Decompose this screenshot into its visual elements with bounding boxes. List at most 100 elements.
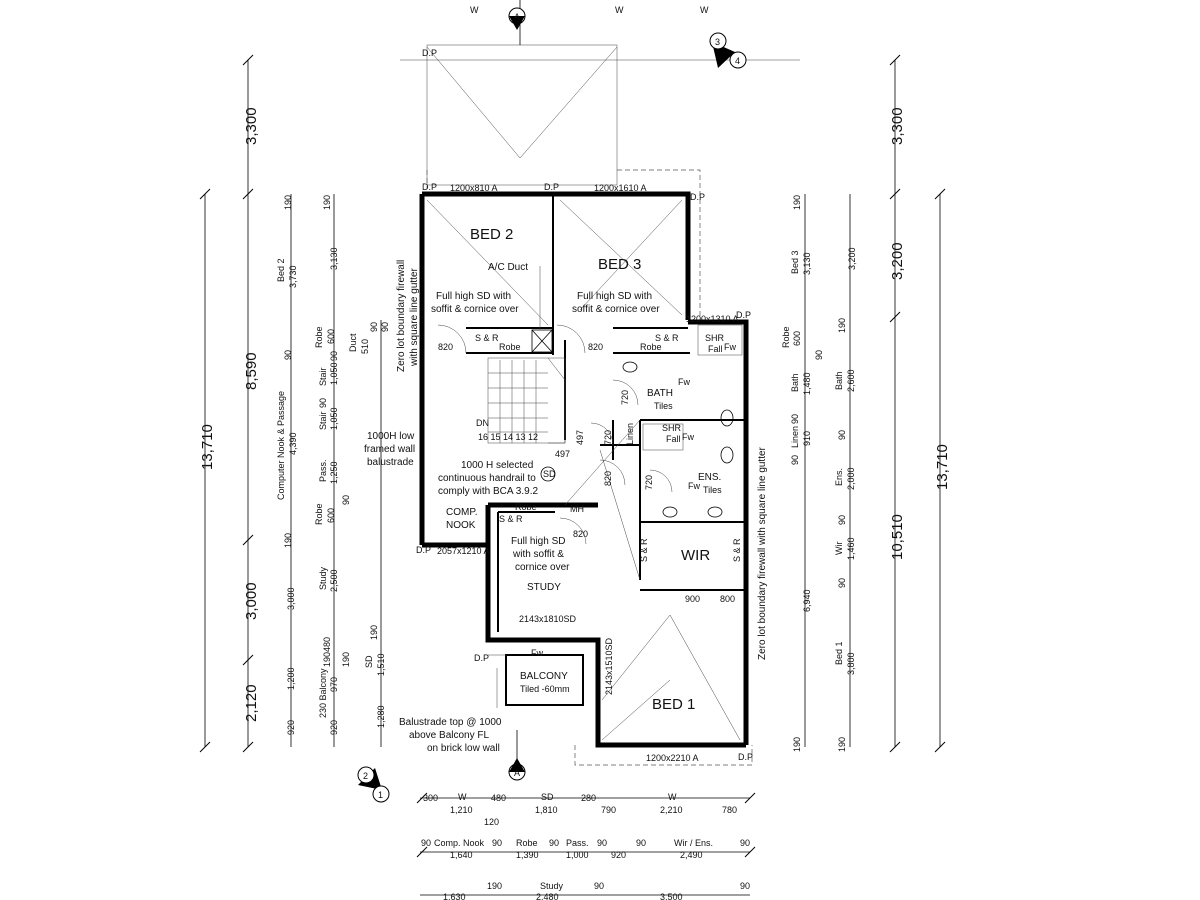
left-c3-stair2: Stair: [318, 411, 328, 430]
right-c1-90c: 90: [790, 455, 800, 465]
window-1: 1200x810 A: [450, 183, 498, 193]
room-balcony-note: Tiled -60mm: [520, 684, 570, 694]
fw-bath-2: Fw: [678, 377, 690, 387]
right-dim-c: 10,510: [889, 514, 906, 560]
ac-duct-box: [531, 266, 553, 353]
bot-r3-study: Study: [540, 881, 564, 891]
right-c1-bed3: Bed 3: [790, 250, 800, 274]
interior-walls: [466, 194, 746, 632]
ceiling-lines: [426, 199, 741, 741]
bot-r1-280: 280: [581, 793, 596, 803]
ref-3-label: 3: [715, 37, 720, 47]
door-820-bed3: 820: [588, 342, 603, 352]
door-820-study: 820: [573, 529, 588, 539]
window-2: 1200x1610 A: [594, 183, 647, 193]
left-c2-3000: 3,000: [286, 587, 296, 610]
right-c2-90b: 90: [837, 515, 847, 525]
dim-497-a: 497: [555, 449, 570, 459]
bot-r2-920: 920: [611, 850, 626, 860]
sr-bed3: S & R: [655, 333, 679, 343]
right-c2-1460: 1,460: [846, 537, 856, 560]
handrail-note-1: 1000 H selected: [461, 460, 533, 471]
left-c3-190b: 190: [322, 652, 332, 667]
right-c1-bath: Bath: [790, 373, 800, 392]
bot-r1-300: 300: [423, 793, 438, 803]
study-sd-note-3: cornice over: [515, 562, 570, 573]
basin-bed3-icon: [622, 361, 638, 373]
left-dimension-lines: [199, 54, 382, 753]
left-c2-190: 190: [283, 195, 293, 210]
left-total-dim: 13,710: [199, 424, 216, 470]
bot-r2-robe: Robe: [516, 838, 538, 848]
left-c4-190: 190: [369, 625, 379, 640]
elevation-ref-top: [709, 32, 747, 69]
dp-6: D.P: [416, 545, 431, 555]
right-c2-190: 190: [837, 318, 847, 333]
balustrade-note-2: framed wall: [364, 444, 415, 455]
bot-r2-1000: 1,000: [566, 850, 589, 860]
section-marker-bottom: [508, 730, 526, 781]
right-c1-600: 600: [792, 331, 802, 346]
section-a-top-label: A: [514, 12, 520, 22]
right-c1-1480: 1,480: [802, 372, 812, 395]
right-c2-2000: 2,000: [846, 467, 856, 490]
right-c1-190: 190: [792, 195, 802, 210]
window-3: 1200x1310 A: [686, 314, 739, 324]
bot-r1-120: 120: [484, 817, 499, 827]
right-c2-90a: 90: [837, 430, 847, 440]
fw-ens-2: Fw: [688, 481, 700, 491]
bed2-sd-note-1: Full high SD with: [436, 291, 511, 302]
right-c1-6940: 6,940: [802, 589, 812, 612]
right-c1-robe: Robe: [781, 326, 791, 348]
bot-r2-2490: 2,490: [680, 850, 703, 860]
smoke-detector-icon: [540, 466, 556, 482]
door-720-bath: 720: [620, 390, 630, 405]
dp-4: D.P: [690, 192, 705, 202]
section-marker-top: [508, 7, 526, 30]
stair: [487, 357, 566, 444]
right-c2-ens: Ens.: [834, 468, 844, 486]
sr-study: S & R: [499, 514, 523, 524]
bot-r3-2480: 2,480: [536, 892, 559, 900]
bot-r2-90b: 90: [492, 838, 502, 848]
bot-r3-3500: 3,500: [660, 892, 683, 900]
sr-wir-2: S & R: [732, 538, 742, 562]
eaves-outline: [426, 169, 753, 766]
left-c2-190b: 190: [283, 533, 293, 548]
balustrade-top-note-3: on brick low wall: [427, 743, 500, 754]
left-c4-510: 510: [360, 339, 370, 354]
left-c3-920: 920: [329, 720, 339, 735]
handrail-note-2: continuous handrail to: [438, 473, 536, 484]
left-c3-90a: 90: [329, 351, 339, 361]
balustrade-note-3: balustrade: [367, 457, 414, 468]
left-c2-920: 920: [286, 720, 296, 735]
exterior-walls: [419, 191, 749, 748]
shr-ens: SHR: [662, 423, 682, 433]
dim-497-b: 497: [575, 430, 585, 445]
window-7: 1200x2210 A: [646, 753, 699, 763]
room-bed1: BED 1: [652, 696, 695, 713]
bed3-sd-note-1: Full high SD with: [577, 291, 652, 302]
fw-ens: Fw: [682, 432, 694, 442]
left-c2-4390: 4,390: [288, 432, 298, 455]
door-swings: [437, 324, 673, 545]
firewall-left-2: with square line gutter: [409, 267, 420, 367]
right-dimension-lines: [804, 54, 946, 753]
right-dim-a: 3,300: [889, 107, 906, 145]
balcony-outline: [488, 654, 584, 708]
room-bed3: BED 3: [598, 256, 641, 273]
right-c1-190b: 190: [792, 737, 802, 752]
ref-2-label: 2: [363, 771, 368, 781]
room-ens: ENS.: [698, 472, 721, 483]
left-c2-90: 90: [283, 350, 293, 360]
basin-ens-2-icon: [707, 506, 723, 518]
basin-ens-1-icon: [662, 506, 678, 518]
room-comp-nook: COMP.: [446, 507, 478, 518]
fw-balcony: Fw: [531, 648, 543, 658]
bot-r3-90a: 90: [594, 881, 604, 891]
wc-ens-icon: [720, 446, 734, 464]
window-5: 2143x1810SD: [519, 614, 577, 624]
top-dim-w3: W: [700, 5, 709, 15]
right-c2-bed1: Bed 1: [834, 641, 844, 665]
bot-r2-nook: Comp. Nook: [434, 838, 485, 848]
